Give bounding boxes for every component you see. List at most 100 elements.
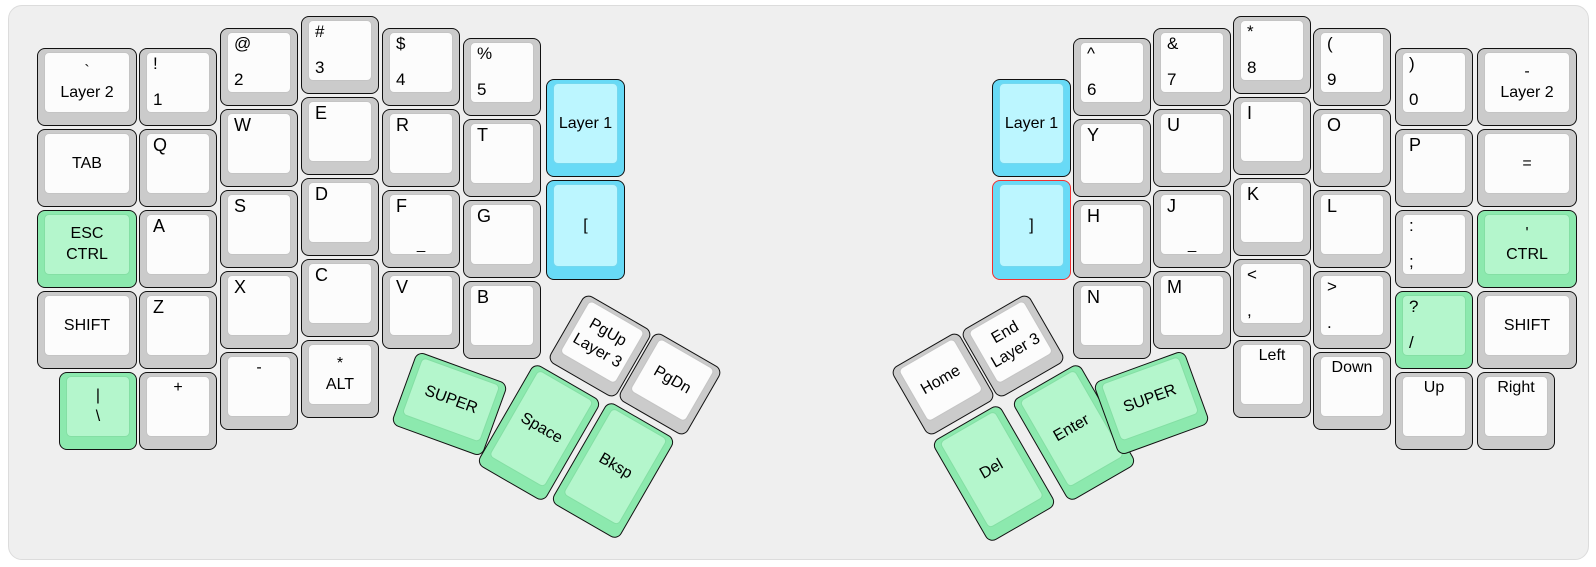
key-legend: Layer 1 [558,114,613,132]
key-pipe-backslash[interactable]: |\ [59,372,137,450]
key-z[interactable]: Z [139,291,217,369]
key-plus[interactable]: + [139,372,217,450]
key-legend: ? [1409,297,1419,316]
key-legend: Space [517,409,566,447]
key-q[interactable]: Q [139,129,217,207]
keycap-face: X [227,275,291,336]
key-legend: H [1087,206,1100,226]
key-shift-right[interactable]: SHIFT [1477,291,1577,369]
key-quote-ctrl[interactable]: 'CTRL [1477,210,1577,288]
key-legend: Bksp [595,449,636,483]
key-lparen-9[interactable]: (9 [1313,28,1391,106]
keycap-face: P [1402,133,1466,194]
key-r[interactable]: R [382,109,460,187]
key-h[interactable]: H [1073,200,1151,278]
key-g[interactable]: G [463,200,541,278]
key-backtick-layer2[interactable]: `Layer 2 [37,48,137,126]
key-legend: * [1247,22,1254,41]
key-c[interactable]: C [301,259,379,337]
keycap-face: S [227,194,291,255]
key-minus[interactable]: - [220,352,298,430]
key-a[interactable]: A [139,210,217,288]
keycap-face: G [470,204,534,265]
key-lbracket[interactable]: [ [546,180,625,280]
key-t[interactable]: T [463,119,541,197]
key-colon-semi[interactable]: :; [1395,210,1473,288]
key-n[interactable]: N [1073,281,1151,359]
key-ast-8[interactable]: *8 [1233,16,1311,94]
keycap-face: - [227,356,291,417]
key-f[interactable]: F_ [382,190,460,268]
key-legend: Q [153,135,168,155]
key-p[interactable]: P [1395,129,1473,207]
key-legend: ^ [1087,44,1095,63]
key-v[interactable]: V [382,271,460,349]
key-legend: B [477,287,490,307]
key-dash-layer2[interactable]: -Layer 2 [1477,48,1577,126]
key-excl-1[interactable]: !1 [139,48,217,126]
key-j[interactable]: J_ [1153,190,1231,268]
key-equals[interactable]: = [1477,129,1577,207]
key-u[interactable]: U [1153,109,1231,187]
key-amp-7[interactable]: &7 [1153,28,1231,106]
key-rparen-0[interactable]: )0 [1395,48,1473,126]
key-question-slash[interactable]: ?/ [1395,291,1473,369]
key-b[interactable]: B [463,281,541,359]
key-m[interactable]: M [1153,271,1231,349]
key-rbracket[interactable]: ] [992,180,1071,280]
keycap-face: <, [1240,263,1304,324]
keycap-face: %5 [470,42,534,103]
keycap-face: SUPER [401,356,501,443]
key-right-arrow[interactable]: Right [1477,372,1555,450]
key-legend: ESC [70,224,104,242]
key-shift-left[interactable]: SHIFT [37,291,137,369]
key-layer1-right[interactable]: Layer 1 [992,79,1071,177]
key-o[interactable]: O [1313,109,1391,187]
key-hash-3[interactable]: #3 [301,16,379,94]
keycap-face: )0 [1402,52,1466,113]
key-w[interactable]: W [220,109,298,187]
key-legend: \ [95,407,101,425]
key-tab[interactable]: TAB [37,129,137,207]
key-l[interactable]: L [1313,190,1391,268]
key-percent-5[interactable]: %5 [463,38,541,116]
key-gt-period[interactable]: >. [1313,271,1391,349]
key-legend: Layer 2 [60,83,114,101]
key-x[interactable]: X [220,271,298,349]
keycap-face: SHIFT [44,295,130,356]
key-legend: Left [1258,347,1286,364]
key-k[interactable]: K [1233,178,1311,256]
key-down-arrow[interactable]: Down [1313,352,1391,430]
key-lt-comma[interactable]: <, [1233,259,1311,337]
key-i[interactable]: I [1233,97,1311,175]
keycap-face: + [146,376,210,437]
key-at-2[interactable]: @2 [220,28,298,106]
key-e[interactable]: E [301,97,379,175]
key-legend: F [396,196,407,216]
keycap-face: SUPER [1100,355,1200,442]
keycap-face: :; [1402,214,1466,275]
key-s[interactable]: S [220,190,298,268]
key-legend: PgDn [650,362,695,398]
key-legend: Y [1087,125,1100,145]
key-layer1-left[interactable]: Layer 1 [546,79,625,177]
keycap-face: H [1080,204,1144,265]
key-caret-6[interactable]: ^6 [1073,38,1151,116]
keycap-face: Z [146,295,210,356]
key-legend: D [315,184,328,204]
key-legend: S [234,196,247,216]
key-up-arrow[interactable]: Up [1395,372,1473,450]
key-y[interactable]: Y [1073,119,1151,197]
key-legend: + [173,379,183,396]
key-d[interactable]: D [301,178,379,256]
keycap-face: >. [1320,275,1384,336]
key-legend: L [1327,196,1338,216]
key-legend: Enter [1050,411,1093,446]
key-legend: ( [1327,34,1333,53]
key-left-arrow[interactable]: Left [1233,340,1311,418]
key-legend: & [1167,34,1179,53]
key-ast-alt[interactable]: *ALT [301,340,379,418]
key-dollar-4[interactable]: $4 [382,28,460,106]
